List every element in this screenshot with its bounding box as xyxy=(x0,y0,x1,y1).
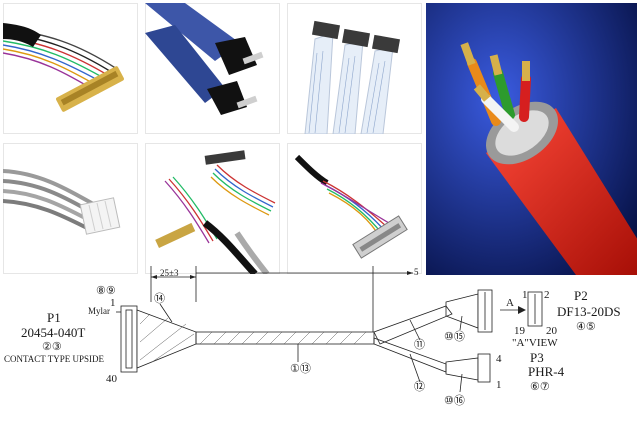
p1-connector-contacts xyxy=(125,309,133,369)
main-cable-bundle xyxy=(195,331,375,345)
p1-part-number: 20454-040T xyxy=(21,325,85,340)
photo-white-ffc-ribbons xyxy=(287,3,422,134)
lvds-harness-illustration xyxy=(3,23,124,112)
view-letter-a: A xyxy=(506,297,514,309)
p3-reference-numbers: ⑥⑦ xyxy=(530,381,550,393)
p2-part-number: DF13-20DS xyxy=(557,304,621,319)
p1-pin-40: 40 xyxy=(106,373,118,385)
ref-14: ⑭ xyxy=(154,292,165,305)
p2-title: P2 xyxy=(574,288,588,303)
cable-assembly-drawing: 25±3 5 P1 20454-040T ②③ CONTACT TYPE UPS… xyxy=(4,266,621,407)
photo-twisted-harness-grey-connector xyxy=(287,143,422,274)
ref-12: ⑫ xyxy=(414,380,425,393)
contact-type-note: CONTACT TYPE UPSIDE xyxy=(4,354,104,364)
p2-wire-fanout xyxy=(445,293,479,329)
p2-pin-19: 19 xyxy=(514,325,526,337)
p2-pin-2: 2 xyxy=(544,289,550,301)
photo-lvds-fine-wire-harness xyxy=(3,3,138,134)
twisted-harness-illustration xyxy=(155,150,276,274)
p1-title: P1 xyxy=(47,310,61,325)
dimension-25-label: 25±3 xyxy=(160,268,179,278)
photo-blue-ffc-cables xyxy=(145,3,280,134)
p1-pin-1: 1 xyxy=(110,297,116,309)
cable-hatching xyxy=(139,313,367,363)
photo-red-power-cable-cross-section xyxy=(426,3,637,275)
photo-grey-wire-harness-white-connector xyxy=(3,143,138,274)
white-ffc-illustration xyxy=(304,20,401,134)
p1-reference-numbers: ②③ xyxy=(42,341,62,353)
grey-harness-illustration xyxy=(3,169,121,235)
p3-title: P3 xyxy=(530,350,544,365)
p3-connector-body xyxy=(477,353,491,383)
ref-10-16: ⑩⑯ xyxy=(444,394,465,407)
mylar-label: Mylar xyxy=(88,306,110,316)
blue-ffc-illustration xyxy=(145,3,264,115)
branch-upper-cable xyxy=(373,305,453,345)
ref-1-13: ①⑬ xyxy=(290,362,311,375)
p2-pin-20: 20 xyxy=(546,325,558,337)
view-arrow-head xyxy=(518,306,526,314)
ref-11: ⑪ xyxy=(414,338,425,351)
refs-8-9: ⑧⑨ xyxy=(96,285,116,297)
photo-twisted-pair-harness-assembly xyxy=(145,143,280,274)
ref-10-15: ⑩⑮ xyxy=(444,330,465,343)
p3-pin-4: 4 xyxy=(496,353,502,365)
p3-pin-1: 1 xyxy=(496,379,502,391)
a-view-label: "A"VIEW xyxy=(512,337,558,349)
power-cable-illustration xyxy=(426,3,637,275)
grey-connector-harness-illustration xyxy=(294,154,408,259)
p1-connector-body xyxy=(120,305,138,373)
dimension-5-label: 5 xyxy=(414,267,419,277)
p3-part-number: PHR-4 xyxy=(528,364,565,379)
p2-pin-1: 1 xyxy=(522,289,528,301)
p2-reference-numbers: ④⑤ xyxy=(576,321,596,333)
